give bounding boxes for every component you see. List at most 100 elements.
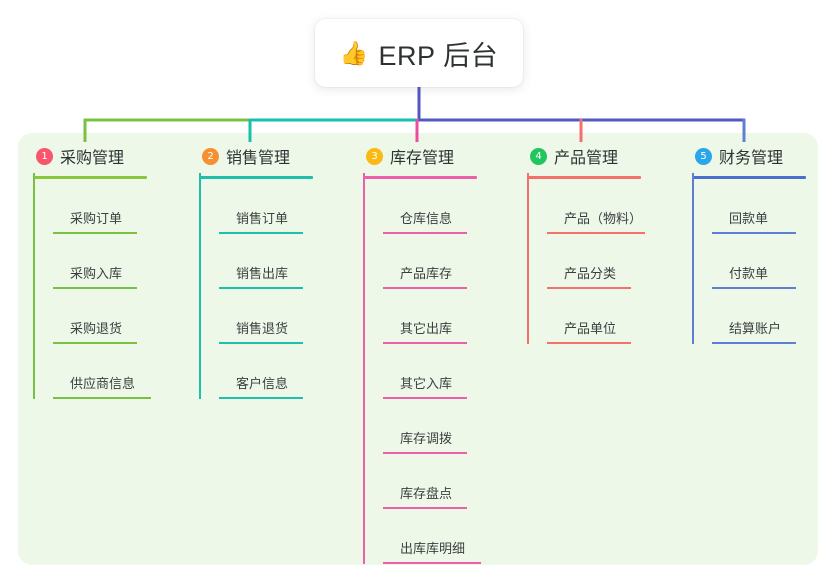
branch-header-4[interactable]: 4 产品管理 (527, 143, 687, 169)
leaf-spine-1 (33, 173, 35, 399)
branch-column-5: 5 财务管理 回款单 付款单 结算账户 (692, 143, 839, 344)
root-node-title: ERP 后台 (378, 40, 499, 71)
leaf-item[interactable]: 采购退货 (53, 289, 193, 344)
branch-header-5[interactable]: 5 财务管理 (692, 143, 839, 169)
leaf-item[interactable]: 其它入库 (383, 344, 523, 399)
leaf-item[interactable]: 回款单 (712, 179, 839, 234)
leaf-rule (53, 232, 137, 234)
leaf-label: 回款单 (729, 211, 769, 226)
branch-header-3[interactable]: 3 库存管理 (363, 143, 523, 169)
leaf-rule (219, 287, 303, 289)
leaf-item[interactable]: 仓库信息 (383, 179, 523, 234)
leaf-item[interactable]: 库存盘点 (383, 454, 523, 509)
branch-badge-5: 5 (695, 147, 712, 165)
leaf-rule (383, 452, 467, 454)
leaf-item[interactable]: 产品分类 (547, 234, 687, 289)
leaf-item[interactable]: 产品单位 (547, 289, 687, 344)
leaf-item[interactable]: 付款单 (712, 234, 839, 289)
branch-column-2: 2 销售管理 销售订单 销售出库 销售退货 客户信息 (199, 143, 359, 399)
leaf-rule (219, 232, 303, 234)
leaf-item[interactable]: 其它出库 (383, 289, 523, 344)
branch-badge-4: 4 (530, 147, 547, 165)
leaf-item[interactable]: 客户信息 (219, 344, 359, 399)
leaf-label: 产品单位 (564, 321, 617, 336)
leaf-rule (712, 287, 796, 289)
leaf-rule (383, 342, 467, 344)
leaf-rule (712, 232, 796, 234)
branch-title-4: 产品管理 (554, 150, 619, 167)
leaf-item[interactable]: 结算账户 (712, 289, 839, 344)
leaf-item[interactable]: 采购入库 (53, 234, 193, 289)
leaf-item[interactable]: 采购订单 (53, 179, 193, 234)
leaf-label: 产品分类 (564, 266, 617, 281)
leaf-rule (547, 287, 631, 289)
thumbs-up-icon: 👍 (339, 39, 369, 66)
leaf-rule (383, 507, 467, 509)
leaf-rule (219, 342, 303, 344)
leaf-list-2: 销售订单 销售出库 销售退货 客户信息 (199, 173, 359, 399)
leaf-label: 采购入库 (70, 266, 123, 281)
leaf-item[interactable]: 销售退货 (219, 289, 359, 344)
leaf-rule (53, 342, 137, 344)
leaf-item[interactable]: 产品（物料） (547, 179, 687, 234)
leaf-rule (219, 397, 303, 399)
leaf-rule (547, 232, 645, 234)
branch-rule-2 (200, 176, 313, 179)
leaf-list-4: 产品（物料） 产品分类 产品单位 (527, 173, 687, 344)
branches-panel (18, 133, 818, 565)
leaf-item[interactable]: 产品库存 (383, 234, 523, 289)
branch-title-5: 财务管理 (719, 150, 784, 167)
leaf-spine-5 (692, 173, 694, 344)
leaf-rule (383, 287, 467, 289)
branch-badge-2: 2 (202, 147, 219, 165)
leaf-item[interactable]: 销售出库 (219, 234, 359, 289)
leaf-label: 采购订单 (70, 211, 123, 226)
leaf-label: 采购退货 (70, 321, 123, 336)
leaf-item[interactable]: 库存调拨 (383, 399, 523, 454)
branch-header-2[interactable]: 2 销售管理 (199, 143, 359, 169)
branch-rule-4 (528, 176, 641, 179)
leaf-list-3: 仓库信息 产品库存 其它出库 其它入库 库存调拨 (363, 173, 523, 564)
branch-title-1: 采购管理 (60, 150, 125, 167)
leaf-item[interactable]: 出库库明细 (383, 509, 523, 564)
leaf-rule (53, 397, 151, 399)
leaf-label: 库存盘点 (400, 486, 453, 501)
leaf-rule (547, 342, 631, 344)
leaf-label: 结算账户 (729, 321, 782, 336)
leaf-rule (383, 562, 481, 564)
branch-rule-1 (34, 176, 147, 179)
branch-rule-3 (364, 176, 477, 179)
leaf-label: 产品库存 (400, 266, 453, 281)
leaf-label: 付款单 (729, 266, 769, 281)
root-node[interactable]: 👍 ERP 后台 (315, 19, 523, 87)
leaf-rule (712, 342, 796, 344)
branch-title-3: 库存管理 (390, 150, 455, 167)
leaf-spine-4 (527, 173, 529, 344)
leaf-label: 库存调拨 (400, 431, 453, 446)
leaf-label: 销售订单 (236, 211, 289, 226)
leaf-spine-2 (199, 173, 201, 399)
leaf-label: 仓库信息 (400, 211, 453, 226)
leaf-label: 供应商信息 (70, 376, 136, 391)
leaf-label: 其它入库 (400, 376, 453, 391)
leaf-label: 出库库明细 (400, 541, 466, 556)
leaf-list-5: 回款单 付款单 结算账户 (692, 173, 839, 344)
leaf-item[interactable]: 供应商信息 (53, 344, 193, 399)
leaf-rule (383, 232, 467, 234)
leaf-label: 产品（物料） (564, 211, 643, 226)
leaf-rule (53, 287, 137, 289)
leaf-label: 销售退货 (236, 321, 289, 336)
leaf-label: 客户信息 (236, 376, 289, 391)
branch-badge-1: 1 (36, 147, 53, 165)
branch-column-4: 4 产品管理 产品（物料） 产品分类 产品单位 (527, 143, 687, 344)
branch-rule-5 (693, 176, 806, 179)
leaf-item[interactable]: 销售订单 (219, 179, 359, 234)
branch-badge-3: 3 (366, 147, 383, 165)
leaf-list-1: 采购订单 采购入库 采购退货 供应商信息 (33, 173, 193, 399)
branch-column-3: 3 库存管理 仓库信息 产品库存 其它出库 其它入库 (363, 143, 523, 564)
leaf-label: 销售出库 (236, 266, 289, 281)
branch-header-1[interactable]: 1 采购管理 (33, 143, 193, 169)
leaf-rule (383, 397, 467, 399)
